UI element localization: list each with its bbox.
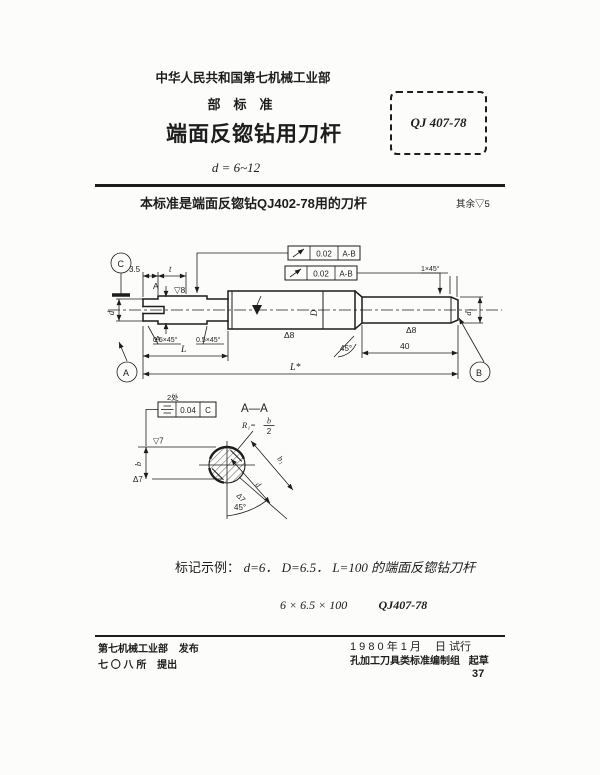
dim-d1-lines — [460, 296, 483, 324]
symmetry-datum: C — [205, 406, 211, 415]
runout-datum-2: A-B — [339, 270, 352, 279]
example-description: d=6． D=6.5． L=100 的端面反锪钻刀杆 — [243, 560, 476, 575]
surface-pointer-mark — [252, 295, 262, 315]
finish-mark-bottom-flat: Δ7 — [133, 475, 143, 484]
designation-example-line: 标记示例： d=6． D=6.5． L=100 的端面反锪钻刀杆 — [175, 557, 475, 576]
datum-b-label: B — [476, 368, 482, 378]
footer-proposer: 七 〇 八 所 — [98, 660, 147, 671]
symmetry-symbol-icon — [161, 405, 174, 414]
tool-body-outline — [142, 289, 459, 331]
chamfer-notes-left: 0.5×45° 0.5×45° — [147, 325, 224, 345]
dim-3-5: 3.5 — [129, 265, 141, 274]
dim-b1: b₁ — [276, 454, 287, 465]
dim-b-lines — [138, 446, 222, 480]
footer-draft-verb: 起草 — [468, 656, 489, 667]
footer-issuer: 第七机械工业部 — [98, 644, 168, 655]
dim-L: L — [180, 345, 186, 355]
section-title: A—A — [241, 403, 268, 415]
standard-code-box: QJ 407-78 — [390, 91, 487, 155]
footer-proposer-line: 七 〇 八 所 提出 — [98, 656, 177, 671]
runout-frame-2: 0.02 A-B — [284, 265, 443, 294]
standard-category: 部 标 准 — [207, 97, 273, 112]
scope-statement: 本标准是端面反锪钻QJ402-78用的刀杆 — [140, 196, 367, 211]
radius-note: R₁= b 2 — [237, 417, 275, 450]
footer-propose-verb: 提出 — [157, 660, 178, 671]
symmetry-value: 0.04 — [180, 406, 196, 415]
footer-issue-verb: 发布 — [178, 644, 199, 655]
chamfer-right-label: 1×45° — [421, 265, 440, 273]
standard-code: QJ 407-78 — [410, 115, 467, 130]
circular-runout-icon — [292, 248, 305, 258]
places-note: 2处 — [167, 392, 179, 402]
datum-a-circle — [116, 361, 138, 383]
footer-issuer-line: 第七机械工业部 发布 — [98, 640, 199, 655]
datum-b: B — [458, 317, 491, 383]
dim-L-star-lines — [143, 325, 459, 379]
datum-a: A — [116, 341, 138, 383]
datum-target-c: C — [110, 252, 132, 297]
page-title: 端面反锪钻用刀杆 — [166, 123, 342, 146]
finish-mark-top-flat: ▽7 — [153, 437, 164, 446]
datum-c-label: C — [118, 259, 125, 269]
header-divider — [95, 184, 505, 187]
footer-date-line: 1 9 8 0 年 1 月 日 试行 — [350, 641, 472, 653]
finish-mark-head: ▽8 — [174, 285, 186, 295]
chamfer-note-right: 1×45° — [421, 265, 458, 297]
dim-d1: d₁ — [463, 308, 473, 315]
cone-angle: 45° — [333, 335, 357, 358]
radius-numerator: b — [267, 417, 271, 426]
runout-datum-1: A-B — [342, 250, 355, 259]
runout-value-1: 0.02 — [316, 250, 332, 259]
example-label: 标记示例： — [175, 560, 241, 575]
dim-40: 40 — [400, 341, 410, 351]
dim-d: d — [106, 310, 116, 315]
footer-drafter-line: 孔加工刀具类标准编制组 起草 — [350, 652, 489, 667]
datum-a-label: A — [123, 368, 129, 378]
section-cut-line: A A — [153, 281, 169, 344]
designation-code-line: 6 × 6.5 × 100 QJ407-78 — [280, 598, 427, 613]
flat-chord-2 — [211, 468, 224, 481]
angle-label: 45° — [234, 503, 246, 512]
datum-b-circle — [469, 361, 491, 383]
dim-d-lines — [116, 298, 142, 322]
section-view: 2处 0.04 C b ▽7 — [133, 392, 294, 520]
chamfer-note-2: 0.5×45° — [196, 336, 221, 344]
angle-cone-label: 45° — [340, 344, 352, 353]
head-dimensions — [142, 272, 187, 297]
dim-40-lines — [361, 325, 458, 358]
radius-denominator: 2 — [267, 427, 272, 436]
circular-runout-icon — [289, 268, 302, 278]
dim-L-lines — [142, 326, 229, 379]
dim-D: D — [309, 309, 319, 317]
cross-section — [199, 441, 255, 519]
finish-mark-middle: Δ8 — [284, 330, 295, 340]
footer-drafter: 孔加工刀具类标准编制组 — [350, 656, 460, 667]
footer-divider — [95, 635, 505, 637]
ground-arc-top — [208, 445, 246, 460]
dim-d-section: d — [254, 480, 264, 490]
dim-b: b — [133, 462, 143, 466]
dim-t: t — [169, 264, 172, 274]
section-arrow-label-bottom: A — [155, 334, 161, 344]
ministry-line: 中华人民共和国第七机械工业部 — [155, 71, 331, 85]
chamfer-note-1: 0.5×45° — [153, 336, 178, 344]
finish-mark-right: Δ8 — [406, 325, 417, 335]
example-code: QJ407-78 — [378, 598, 428, 612]
main-view: C 3.5 t A A ▽8 Δ8 — [106, 245, 502, 383]
page-number: 37 — [472, 668, 485, 680]
dim-L-star: L* — [289, 362, 301, 373]
runout-frame-1: 0.02 A-B — [194, 245, 361, 293]
symmetry-frame: 0.04 C — [145, 401, 217, 446]
radius-prefix: R₁= — [241, 420, 256, 430]
section-arrow-label-top: A — [153, 281, 159, 291]
diameter-range: d = 6~12 — [211, 160, 261, 175]
surface-finish-note: 其余▽5 — [456, 199, 490, 210]
ground-arc-bottom — [208, 467, 225, 484]
flat-angle: 45° — [226, 476, 288, 520]
runout-value-2: 0.02 — [313, 270, 329, 279]
example-designation: 6 × 6.5 × 100 — [280, 598, 348, 612]
